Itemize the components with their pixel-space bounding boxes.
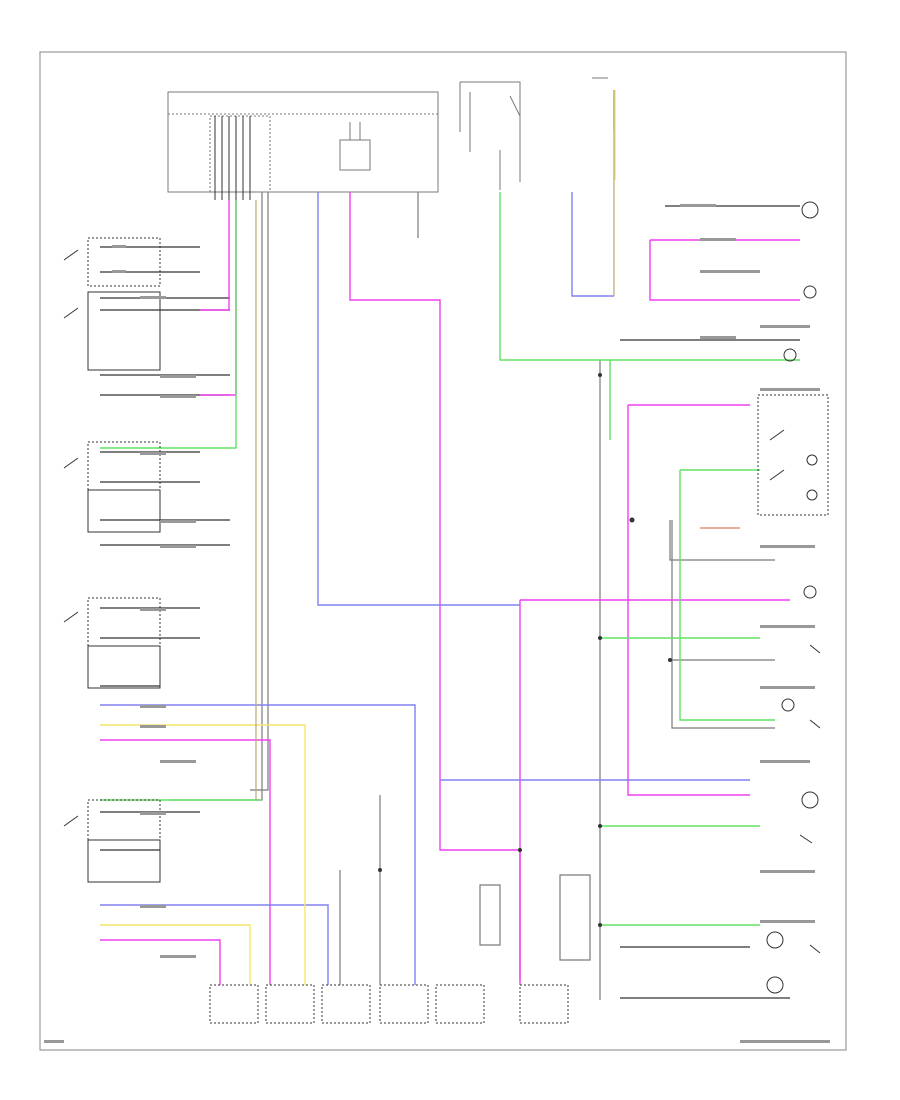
- wires-blue: [100, 192, 750, 985]
- wire-label-marks: [44, 204, 830, 1043]
- splice-points: [378, 373, 672, 927]
- wires-yellow: [100, 90, 616, 985]
- control-unit: [167, 91, 439, 193]
- wires-green: [100, 192, 800, 926]
- relay-switch: [459, 81, 521, 190]
- wires-black: [100, 205, 800, 999]
- right-lamp-groups: [757, 201, 829, 994]
- wires-gray: [170, 192, 775, 1000]
- bottom-lamps: [209, 984, 569, 1024]
- wires-tan: [255, 130, 615, 800]
- diagram-border: [39, 51, 847, 1051]
- door-switch-groups: [63, 237, 161, 883]
- fuse-top-right: [592, 77, 615, 130]
- wires-violet: [100, 192, 800, 985]
- connector-pins: [214, 116, 251, 200]
